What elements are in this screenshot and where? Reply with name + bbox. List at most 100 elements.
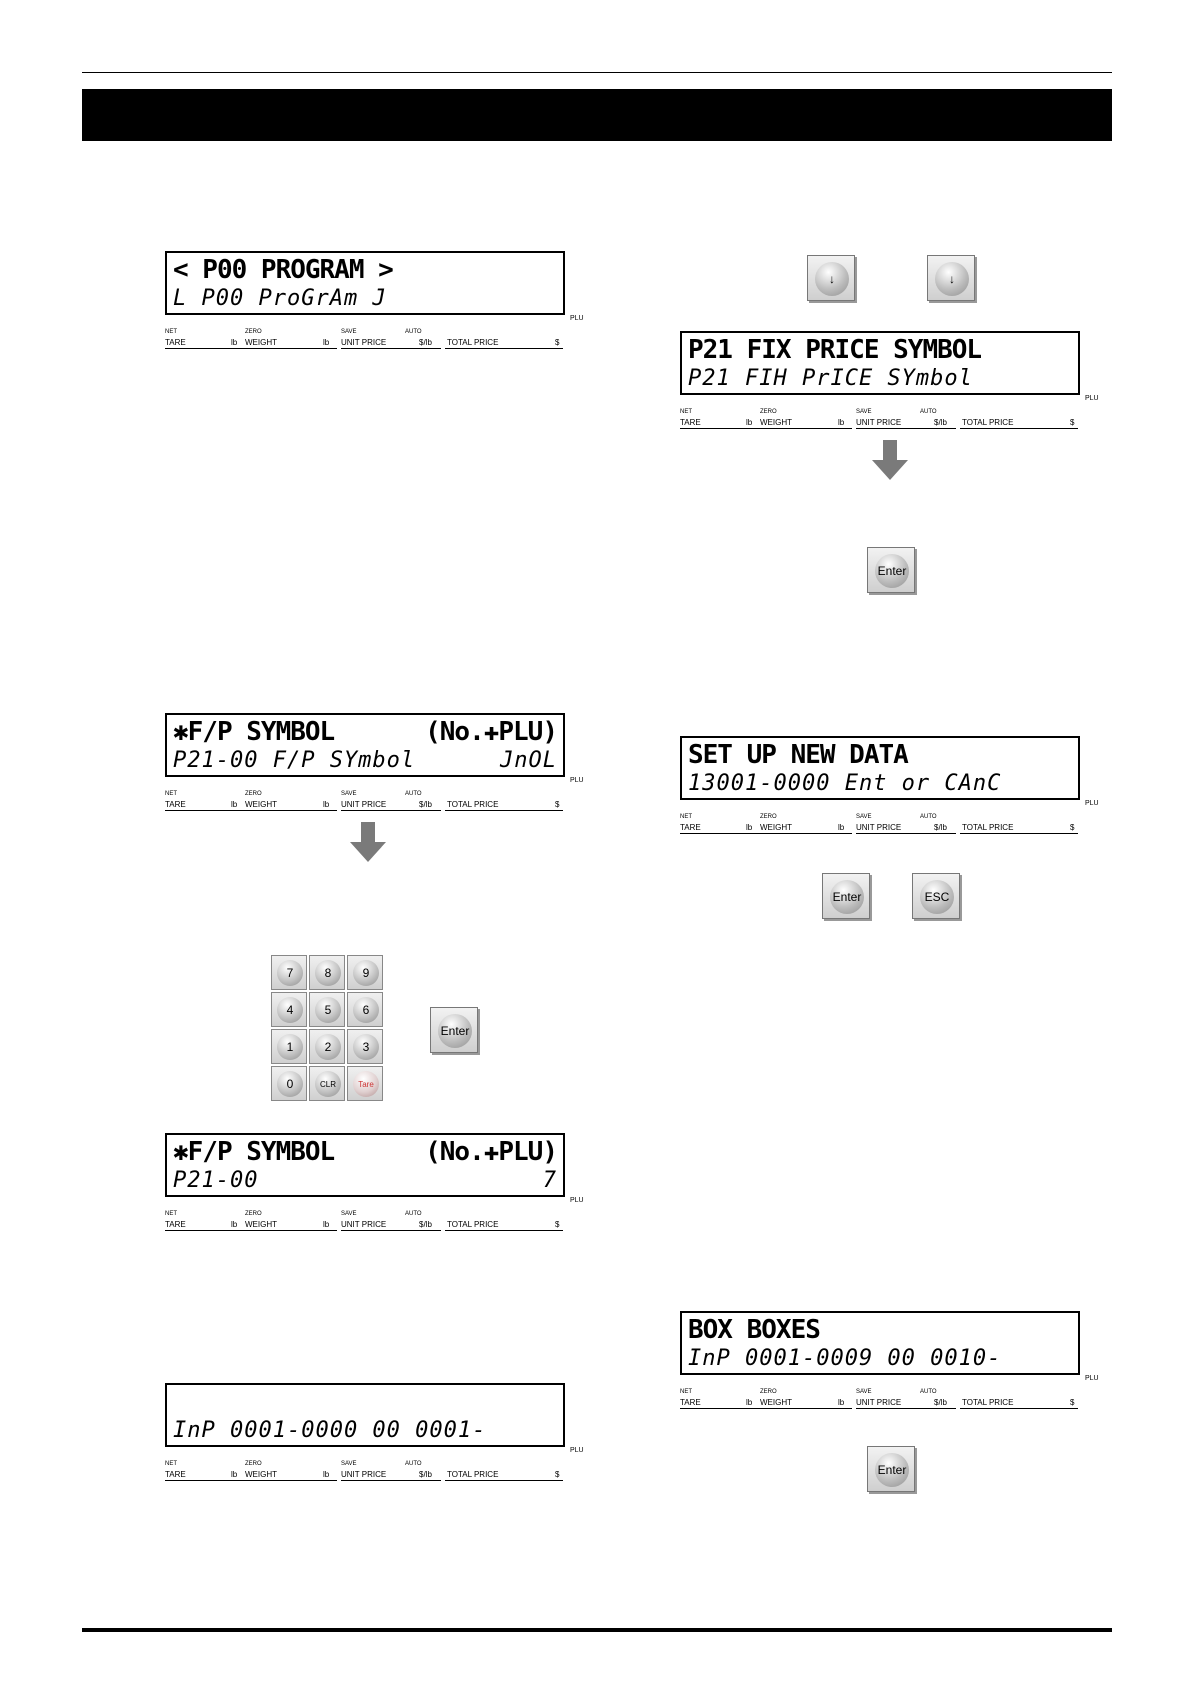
key-tare[interactable]: Tare (347, 1066, 383, 1101)
tare-unit-label: lb (746, 1398, 753, 1407)
net-annunciator: NET (165, 1461, 177, 1467)
unit-price-label: UNIT PRICE (341, 1470, 387, 1479)
plu-label: PLU (570, 777, 584, 784)
zero-annunciator: ZERO (760, 1389, 777, 1395)
unit-price-label: UNIT PRICE (341, 800, 387, 809)
key-8[interactable]: 8 (309, 955, 345, 990)
weight-label: WEIGHT (245, 338, 277, 347)
total-price-underline (445, 1230, 563, 1231)
unit-price-underline (856, 1408, 956, 1409)
weight-section-underline (680, 1408, 852, 1409)
dollar-label: $ (1070, 1398, 1075, 1407)
lcd-screen: ✱F/P SYMBOL(No.✚PLU)P21-00 F/P SYmbol JnO… (165, 713, 565, 777)
key-0[interactable]: 0 (271, 1066, 307, 1101)
tare-unit-label: lb (231, 1220, 238, 1229)
tare-unit-label: lb (231, 338, 238, 347)
total-price-underline (960, 428, 1078, 429)
total-price-label: TOTAL PRICE (447, 800, 499, 809)
dollar-label: $ (1070, 418, 1075, 427)
lcd-line-1: SET UP NEW DATA (688, 740, 1072, 770)
auto-annunciator: AUTO (405, 1211, 422, 1217)
key-5[interactable]: 5 (309, 992, 345, 1027)
weight-unit-label: lb (323, 800, 330, 809)
lcd-line-1-text: ✱F/P SYMBOL (173, 717, 335, 747)
unit-price-underline (856, 428, 956, 429)
per-lb-label: $/lb (934, 1398, 947, 1407)
auto-annunciator: AUTO (920, 814, 937, 820)
esc-key[interactable]: ESC (912, 873, 960, 919)
weight-label: WEIGHT (245, 800, 277, 809)
lcd-line-1: ✱F/P SYMBOL(No.✚PLU) (173, 717, 557, 747)
enter-key-right-2[interactable]: Enter (822, 873, 870, 919)
lcd-line-2-right: 7 (542, 1168, 557, 1193)
lcd-line-2-text: P21 FIH PrICE SYmbol (688, 366, 973, 391)
lcd-line-2-right: JnOL (500, 748, 557, 773)
key-9[interactable]: 9 (347, 955, 383, 990)
weight-unit-label: lb (323, 1220, 330, 1229)
key-clr[interactable]: CLR (309, 1066, 345, 1101)
unit-price-underline (341, 810, 441, 811)
down-arrow-icon: ↓ (935, 262, 969, 296)
tare-label: TARE (165, 800, 186, 809)
lcd-screen: InP 0001-0000 00 0001- (165, 1383, 565, 1447)
weight-label: WEIGHT (760, 418, 792, 427)
tare-label: TARE (680, 1398, 701, 1407)
tare-label: TARE (680, 418, 701, 427)
weight-section-underline (165, 348, 337, 349)
lcd-line-1: < P00 PROGRAM > (173, 255, 557, 285)
lcd-line-1-text: BOX BOXES (688, 1315, 821, 1345)
total-price-underline (445, 810, 563, 811)
key-6[interactable]: 6 (347, 992, 383, 1027)
tare-label: TARE (165, 1470, 186, 1479)
header-bar (82, 89, 1112, 141)
tare-unit-label: lb (746, 823, 753, 832)
lcd-line-1: ✱F/P SYMBOL(No.✚PLU) (173, 1137, 557, 1167)
arrow-down-icon (872, 440, 908, 480)
down-key-1[interactable]: ↓ (807, 255, 855, 301)
tare-label: TARE (165, 1220, 186, 1229)
unit-price-underline (856, 833, 956, 834)
save-annunciator: SAVE (856, 1389, 872, 1395)
lcd-line-1-text: SET UP NEW DATA (688, 740, 909, 770)
weight-unit-label: lb (838, 1398, 845, 1407)
weight-section-underline (165, 1230, 337, 1231)
zero-annunciator: ZERO (760, 409, 777, 415)
lcd-line-2-text: P21-00 F/P SYmbol (173, 748, 416, 773)
unit-price-label: UNIT PRICE (856, 1398, 902, 1407)
dollar-label: $ (555, 338, 560, 347)
tare-unit-label: lb (746, 418, 753, 427)
total-price-underline (445, 1480, 563, 1481)
unit-price-label: UNIT PRICE (341, 338, 387, 347)
enter-key-right-1[interactable]: Enter (867, 547, 915, 593)
key-1[interactable]: 1 (271, 1029, 307, 1064)
enter-key-left[interactable]: Enter (430, 1007, 478, 1053)
dollar-label: $ (1070, 823, 1075, 832)
lcd-line-2: InP 0001-0009 00 0010- (688, 1346, 1072, 1372)
plu-label: PLU (570, 1197, 584, 1204)
lcd-line-2: L P00 ProGrAm J (173, 286, 557, 312)
enter-key-right-3[interactable]: Enter (867, 1446, 915, 1492)
plu-label: PLU (1085, 395, 1099, 402)
key-4[interactable]: 4 (271, 992, 307, 1027)
bottom-rule (82, 1628, 1112, 1632)
numeric-keypad: 7 8 9 4 5 6 1 2 3 0 CLR Tare (271, 955, 389, 1105)
lcd-line-2: 13001-0000 Ent or CAnC (688, 771, 1072, 797)
lcd-line-1-text: ✱F/P SYMBOL (173, 1137, 335, 1167)
auto-annunciator: AUTO (405, 329, 422, 335)
plu-label: PLU (570, 1447, 584, 1454)
key-3[interactable]: 3 (347, 1029, 383, 1064)
key-7[interactable]: 7 (271, 955, 307, 990)
lcd-screen: < P00 PROGRAM >L P00 ProGrAm J (165, 251, 565, 315)
auto-annunciator: AUTO (920, 1389, 937, 1395)
auto-annunciator: AUTO (405, 1461, 422, 1467)
weight-unit-label: lb (838, 823, 845, 832)
down-key-2[interactable]: ↓ (927, 255, 975, 301)
tare-unit-label: lb (231, 800, 238, 809)
key-2[interactable]: 2 (309, 1029, 345, 1064)
lcd-line-1 (173, 1387, 557, 1417)
zero-annunciator: ZERO (245, 1461, 262, 1467)
